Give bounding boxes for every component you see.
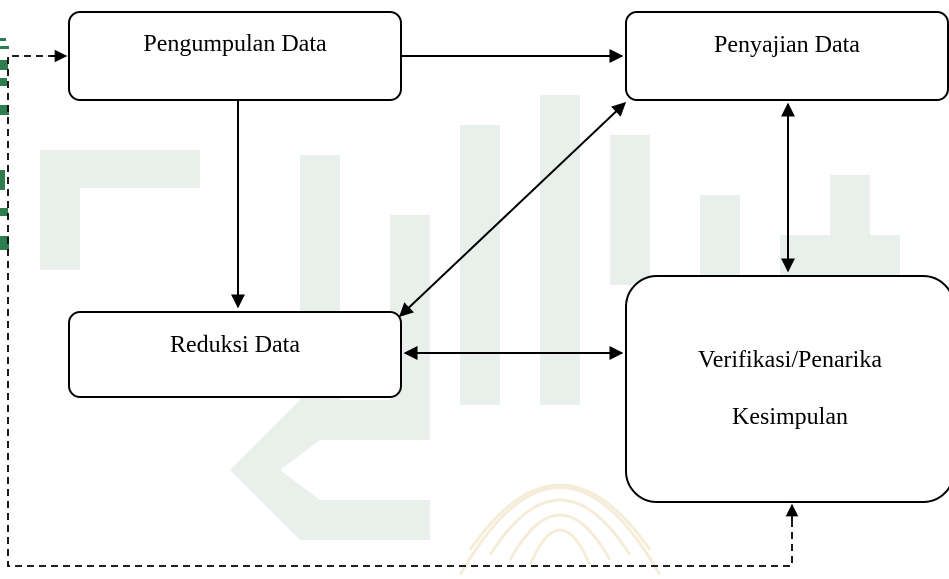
- verifikasi-label-line1: Verifikasi/Penarika: [698, 347, 882, 374]
- penyajian-data-box: Penyajian Data: [625, 11, 949, 101]
- arrow-reduksi-penyajian: [398, 102, 627, 317]
- pengumpulan-data-box: Pengumpulan Data: [68, 11, 402, 101]
- pengumpulan-data-label: Pengumpulan Data: [143, 30, 327, 57]
- verifikasi-kesimpulan-box: Verifikasi/Penarika Kesimpulan: [625, 275, 949, 503]
- verifikasi-label-line2: Kesimpulan: [732, 404, 848, 430]
- reduksi-data-box: Reduksi Data: [68, 311, 402, 398]
- dashed-feedback-loop: [7, 55, 793, 567]
- margin-text-fragment-icon: [0, 38, 9, 250]
- reduksi-data-label: Reduksi Data: [170, 332, 300, 359]
- penyajian-data-label: Penyajian Data: [714, 31, 860, 58]
